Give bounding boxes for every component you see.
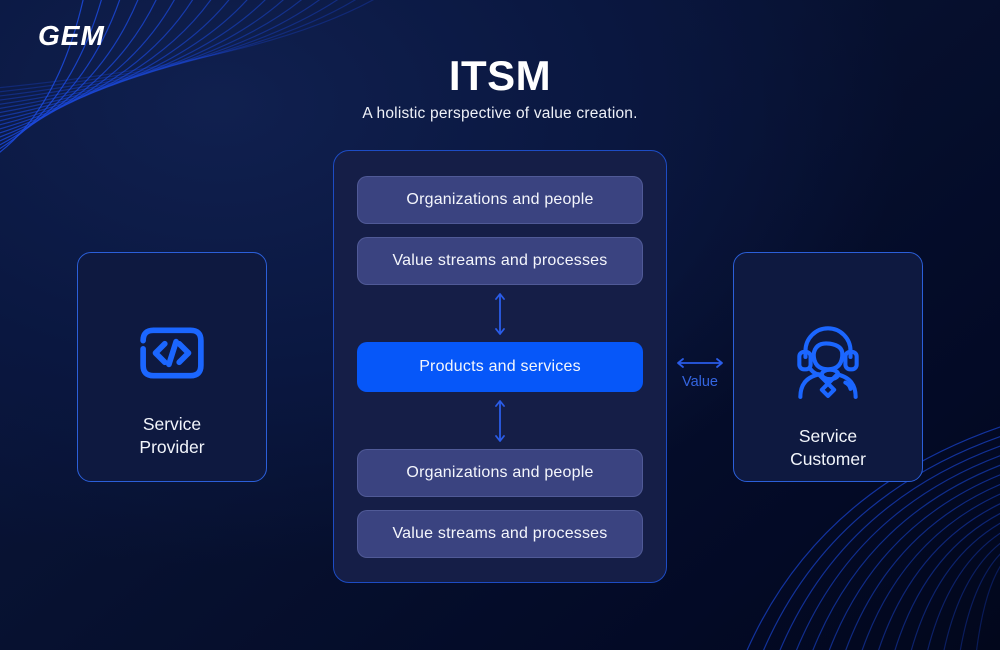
stack-box-products-services: Products and services — [357, 342, 643, 392]
page-subtitle: A holistic perspective of value creation… — [362, 105, 638, 122]
service-provider-card: Service Provider — [77, 252, 267, 482]
stack-box-organizations-top: Organizations and people — [357, 176, 643, 224]
stack-box-organizations-bottom: Organizations and people — [357, 449, 643, 497]
double-arrow-up-icon — [357, 285, 643, 342]
stack-box-value-streams-bottom: Value streams and processes — [357, 510, 643, 558]
code-icon — [139, 325, 205, 381]
double-arrow-down-icon — [357, 392, 643, 449]
service-provider-label: Service Provider — [139, 414, 205, 457]
headset-agent-icon — [785, 315, 871, 399]
service-customer-label: Service Customer — [790, 426, 866, 469]
itsm-stack-panel: Organizations and people Value streams a… — [333, 150, 667, 583]
page-title: ITSM — [448, 52, 552, 99]
horizontal-double-arrow-icon — [677, 358, 723, 368]
value-exchange-link: Value — [670, 357, 730, 390]
value-label: Value — [681, 374, 718, 390]
gem-logo: GEM — [38, 20, 105, 51]
stack-box-value-streams-top: Value streams and processes — [357, 237, 643, 285]
service-customer-card: Service Customer — [733, 252, 923, 482]
